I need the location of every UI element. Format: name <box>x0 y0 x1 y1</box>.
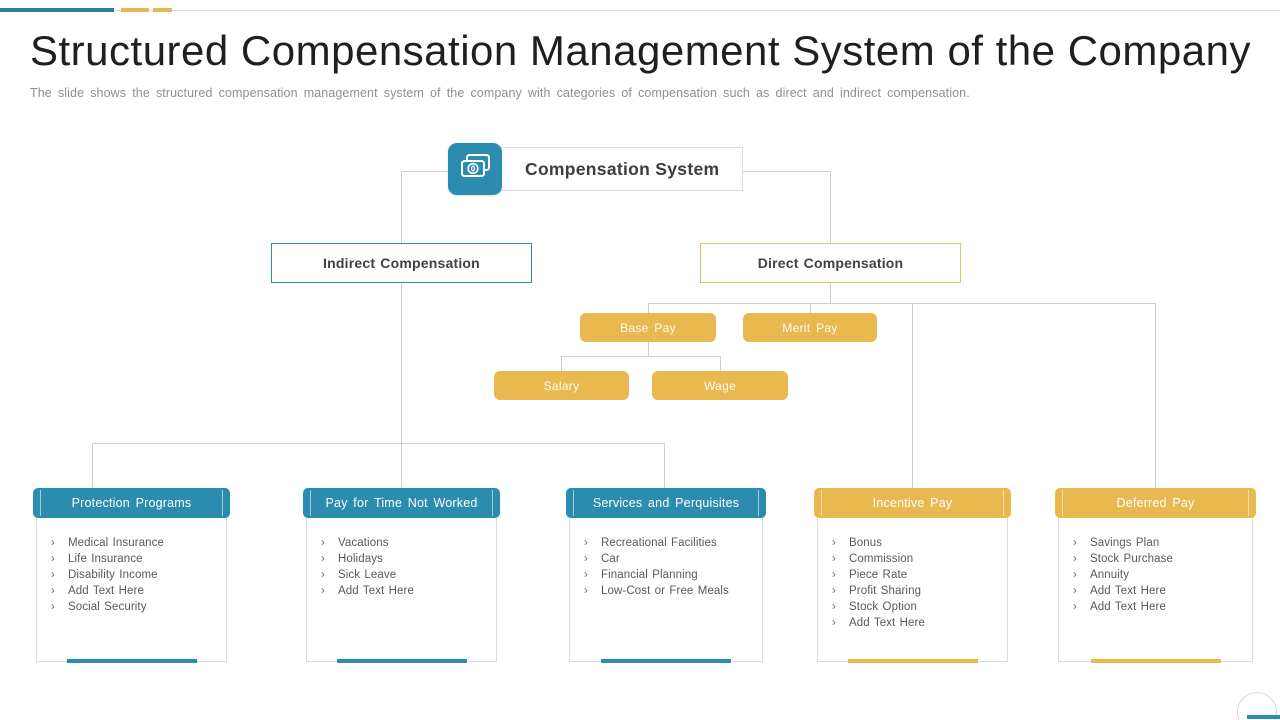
root-node-compensation-system: Compensation System <box>460 147 743 191</box>
list-item: Car <box>582 551 758 567</box>
node-direct-compensation: Direct Compensation <box>700 243 961 283</box>
connector <box>830 171 831 243</box>
list-item: Add Text Here <box>830 615 1003 631</box>
card-header: Protection Programs <box>33 488 230 518</box>
list-item: Savings Plan <box>1071 535 1248 551</box>
card-item-list: Bonus Commission Piece Rate Profit Shari… <box>830 535 1003 631</box>
card-accent-bar <box>1090 659 1221 663</box>
list-item: Sick Leave <box>319 567 492 583</box>
page-subtitle: The slide shows the structured compensat… <box>30 86 970 100</box>
list-item: Add Text Here <box>1071 599 1248 615</box>
list-item: Low-Cost or Free Meals <box>582 583 758 599</box>
connector <box>1155 303 1156 488</box>
list-item: Medical Insurance <box>49 535 222 551</box>
card-item-list: Savings Plan Stock Purchase Annuity Add … <box>1071 535 1248 615</box>
node-merit-pay: Merit Pay <box>743 313 877 342</box>
node-label: Base Pay <box>620 320 676 335</box>
connector <box>648 303 649 313</box>
list-item: Financial Planning <box>582 567 758 583</box>
list-item: Commission <box>830 551 1003 567</box>
node-indirect-compensation: Indirect Compensation <box>271 243 532 283</box>
page-title: Structured Compensation Management Syste… <box>30 27 1251 74</box>
list-item: Social Security <box>49 599 222 615</box>
connector <box>720 356 721 371</box>
node-base-pay: Base Pay <box>580 313 716 342</box>
card-services-and-perquisites: Services and Perquisites Recreational Fa… <box>566 488 766 663</box>
card-item-list: Vacations Holidays Sick Leave Add Text H… <box>319 535 492 599</box>
list-item: Annuity <box>1071 567 1248 583</box>
card-pay-for-time-not-worked: Pay for Time Not Worked Vacations Holida… <box>303 488 500 663</box>
card-header: Services and Perquisites <box>566 488 766 518</box>
root-node-label: Compensation System <box>525 158 720 179</box>
connector <box>401 171 402 488</box>
card-header: Incentive Pay <box>814 488 1011 518</box>
topbar-line <box>114 10 1280 11</box>
list-item: Disability Income <box>49 567 222 583</box>
connector <box>648 342 649 356</box>
list-item: Recreational Facilities <box>582 535 758 551</box>
connector <box>912 303 913 488</box>
connector <box>561 356 720 357</box>
list-item: Add Text Here <box>49 583 222 599</box>
list-item: Holidays <box>319 551 492 567</box>
list-item: Profit Sharing <box>830 583 1003 599</box>
banknote-icon <box>448 143 502 195</box>
node-label: Merit Pay <box>782 320 838 335</box>
card-title: Pay for Time Not Worked <box>325 496 478 510</box>
list-item: Piece Rate <box>830 567 1003 583</box>
card-header: Pay for Time Not Worked <box>303 488 500 518</box>
connector <box>830 283 831 303</box>
card-header: Deferred Pay <box>1055 488 1256 518</box>
card-accent-bar <box>601 659 731 663</box>
list-item: Vacations <box>319 535 492 551</box>
node-salary: Salary <box>494 371 629 400</box>
card-deferred-pay: Deferred Pay Savings Plan Stock Purchase… <box>1055 488 1256 663</box>
card-incentive-pay: Incentive Pay Bonus Commission Piece Rat… <box>814 488 1011 663</box>
node-label: Direct Compensation <box>757 255 904 271</box>
topbar-yellow-segment-1 <box>121 8 149 12</box>
node-label: Wage <box>703 378 737 393</box>
connector <box>92 443 664 444</box>
list-item: Add Text Here <box>319 583 492 599</box>
card-accent-bar <box>847 659 978 663</box>
card-title: Protection Programs <box>71 496 192 510</box>
connector <box>648 303 1155 304</box>
node-wage: Wage <box>652 371 788 400</box>
list-item: Add Text Here <box>1071 583 1248 599</box>
card-accent-bar <box>336 659 467 663</box>
topbar-yellow-segment-2 <box>153 8 172 12</box>
card-title: Services and Perquisites <box>592 496 740 510</box>
list-item: Bonus <box>830 535 1003 551</box>
connector <box>561 356 562 371</box>
card-protection-programs: Protection Programs Medical Insurance Li… <box>33 488 230 663</box>
list-item: Life Insurance <box>49 551 222 567</box>
node-label: Indirect Compensation <box>323 255 480 271</box>
list-item: Stock Purchase <box>1071 551 1248 567</box>
connector <box>92 443 93 488</box>
connector <box>810 303 811 313</box>
card-accent-bar <box>66 659 197 663</box>
topbar-blue-segment <box>0 8 114 12</box>
node-label: Salary <box>543 378 580 393</box>
card-title: Deferred Pay <box>1116 496 1195 510</box>
card-title: Incentive Pay <box>872 496 953 510</box>
card-item-list: Recreational Facilities Car Financial Pl… <box>582 535 758 599</box>
list-item: Stock Option <box>830 599 1003 615</box>
card-item-list: Medical Insurance Life Insurance Disabil… <box>49 535 222 615</box>
corner-bar-decoration <box>1247 715 1280 719</box>
connector <box>664 443 665 488</box>
